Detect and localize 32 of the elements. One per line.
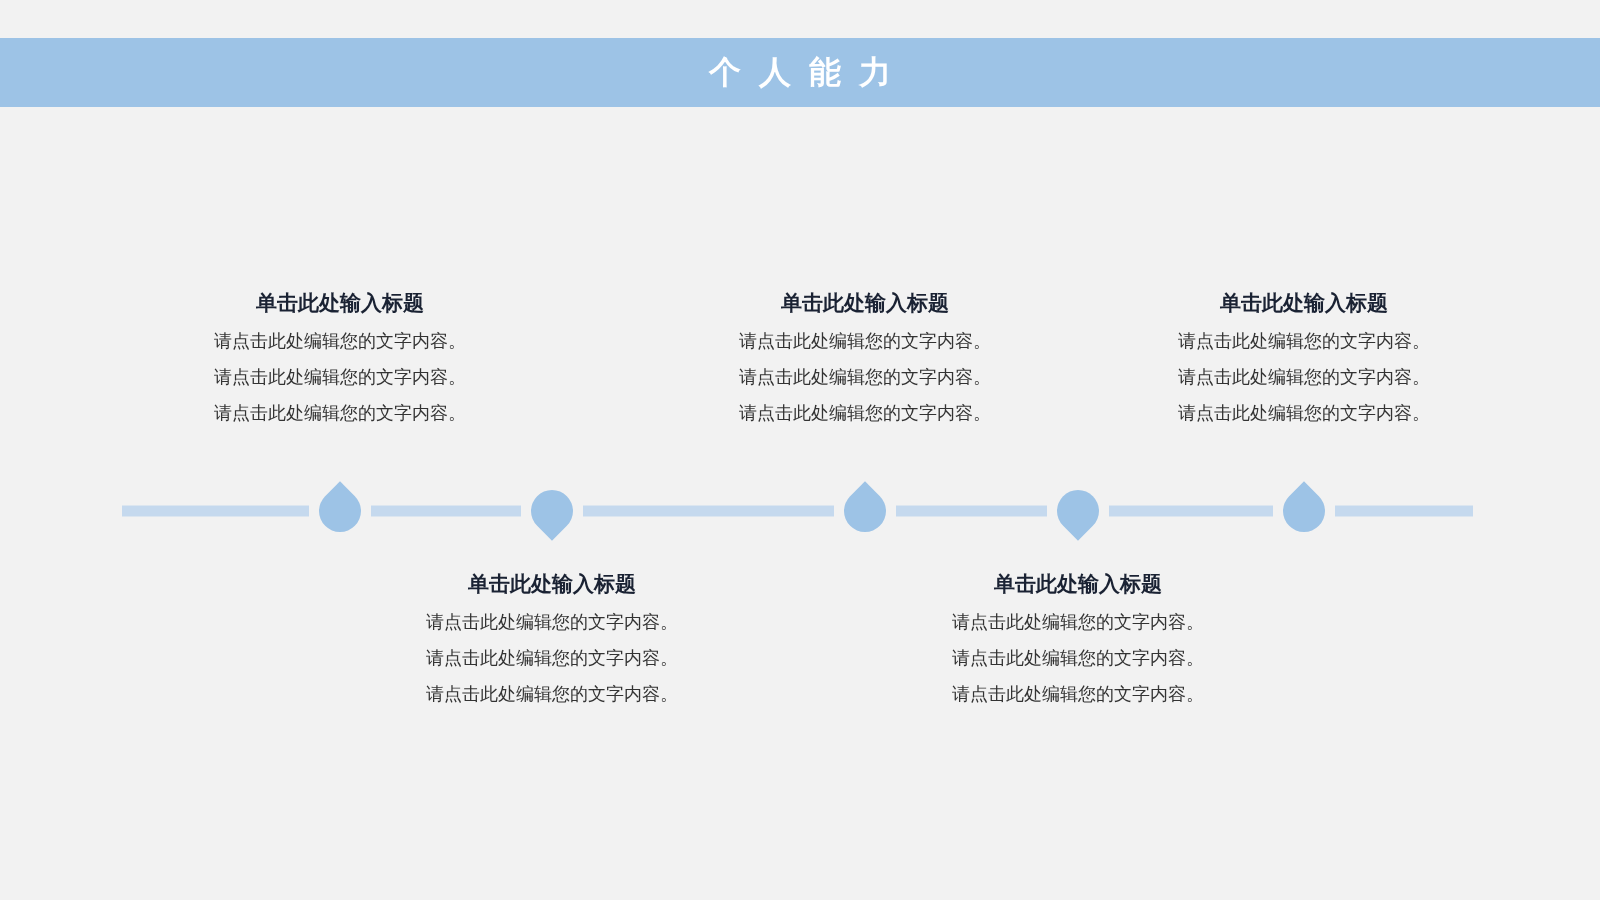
item-text: 请点击此处编辑您的文字内容。 [213, 329, 467, 353]
item-text: 请点击此处编辑您的文字内容。 [951, 610, 1205, 634]
timeline-segment [122, 505, 309, 517]
item-text: 请点击此处编辑您的文字内容。 [738, 401, 992, 425]
item-text: 请点击此处编辑您的文字内容。 [213, 365, 467, 389]
item-heading: 单击此处输入标题 [1219, 290, 1389, 317]
item-text: 请点击此处编辑您的文字内容。 [213, 401, 467, 425]
timeline-segment [1335, 505, 1473, 517]
item-heading: 单击此处输入标题 [993, 571, 1163, 598]
drop-marker [1282, 481, 1326, 533]
item-text: 请点击此处编辑您的文字内容。 [425, 682, 679, 706]
item-text: 请点击此处编辑您的文字内容。 [1177, 329, 1431, 353]
item-text: 请点击此处编辑您的文字内容。 [1177, 365, 1431, 389]
item-text: 请点击此处编辑您的文字内容。 [1177, 401, 1431, 425]
item-heading: 单击此处输入标题 [467, 571, 637, 598]
item-heading: 单击此处输入标题 [780, 290, 950, 317]
timeline-segment [583, 505, 834, 517]
timeline-segment [1109, 505, 1273, 517]
item-text: 请点击此处编辑您的文字内容。 [425, 610, 679, 634]
item-text: 请点击此处编辑您的文字内容。 [738, 365, 992, 389]
item-text: 请点击此处编辑您的文字内容。 [951, 682, 1205, 706]
drop-marker [1056, 489, 1100, 541]
drop-marker [843, 481, 887, 533]
item-text: 请点击此处编辑您的文字内容。 [738, 329, 992, 353]
item-heading: 单击此处输入标题 [255, 290, 425, 317]
title: 个人能力 [708, 51, 909, 93]
timeline-segment [371, 505, 521, 517]
item-text: 请点击此处编辑您的文字内容。 [425, 646, 679, 670]
drop-marker [318, 481, 362, 533]
item-text: 请点击此处编辑您的文字内容。 [951, 646, 1205, 670]
timeline-segment [896, 505, 1047, 517]
drop-marker [530, 489, 574, 541]
